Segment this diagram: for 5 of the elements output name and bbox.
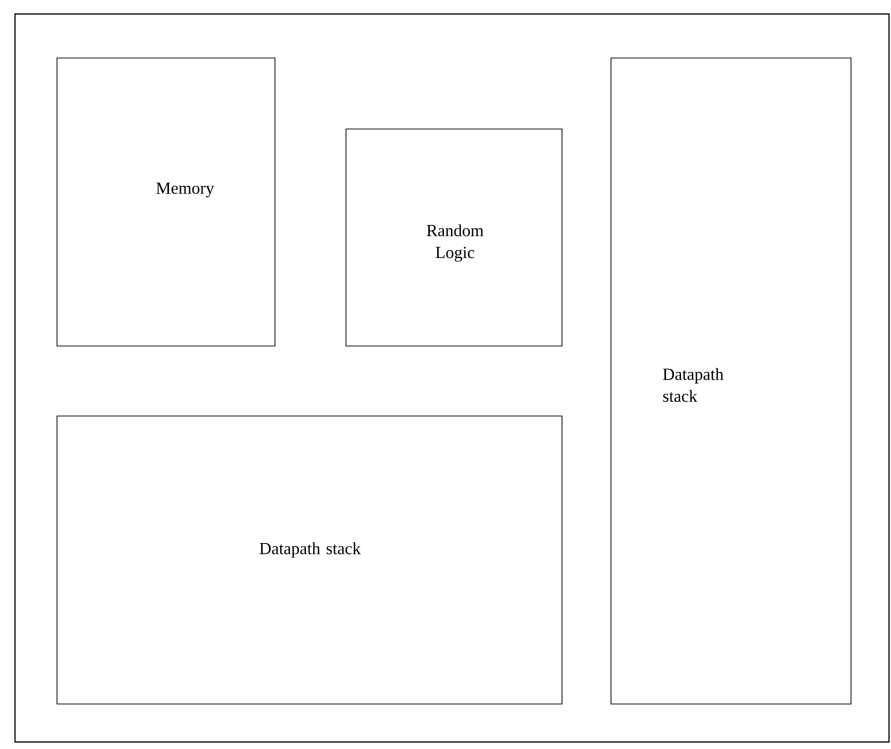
- block-box: Memory: [56, 58, 276, 346]
- block-box: Datapath stack: [610, 58, 852, 704]
- chip-outline: [14, 13, 890, 743]
- block-box: Random Logic: [346, 128, 562, 346]
- block-box: Datapath stack: [56, 416, 562, 704]
